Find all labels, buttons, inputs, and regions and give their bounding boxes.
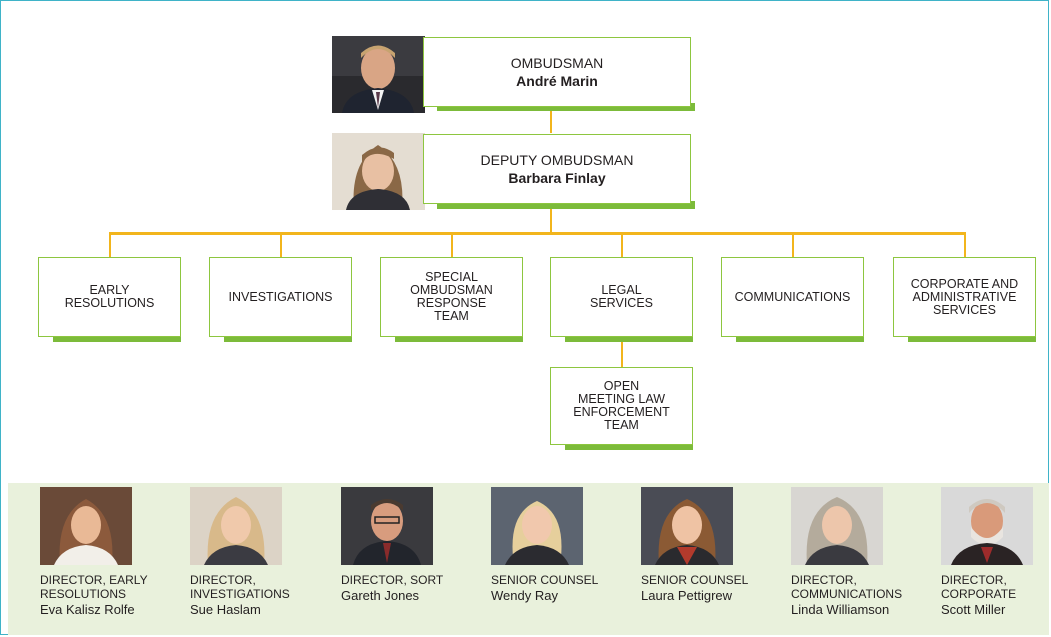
staff-role: DIRECTOR, EARLY RESOLUTIONS [40,573,148,601]
deputy-title: DEPUTY OMBUDSMAN [480,152,634,168]
staff-card: DIRECTOR, SORT Gareth Jones [341,487,451,603]
staff-card: DIRECTOR, COMMUNICATIONS Linda Williamso… [791,487,903,617]
staff-name: Gareth Jones [341,588,420,603]
staff-name: Sue Haslam [190,602,261,617]
unit-label: INVESTIGATIONS [228,289,333,304]
staff-role: DIRECTOR, COMMUNICATIONS [791,573,903,601]
staff-role: DIRECTOR, CORPORATE [941,573,1017,601]
unit-corporate-administrative-services: CORPORATE AND ADMINISTRATIVE SERVICES [893,257,1036,337]
unit-label: COMMUNICATIONS [734,289,851,304]
unit-label: CORPORATE AND ADMINISTRATIVE SERVICES [910,276,1019,317]
connector-unit-4 [621,232,623,258]
ombudsman-box-shadow [437,103,695,111]
ombudsman-title: OMBUDSMAN [510,55,604,71]
unit-shadow-2 [224,336,352,342]
staff-role: DIRECTOR, SORT [341,573,444,587]
unit-open-meeting-law-enforcement-team: OPEN MEETING LAW ENFORCEMENT TEAM [550,367,693,445]
unit-shadow-1 [53,336,181,342]
staff-photo [641,487,733,565]
staff-name: Eva Kalisz Rolfe [40,602,135,617]
ombudsman-name: André Marin [516,73,598,89]
staff-photo [40,487,132,565]
unit-investigations: INVESTIGATIONS [209,257,352,337]
staff-name: Wendy Ray [491,588,558,603]
connector-unit-2 [280,232,282,258]
unit-label: SPECIAL OMBUDSMAN RESPONSE TEAM [410,270,493,323]
unit-communications: COMMUNICATIONS [721,257,864,337]
staff-name: Laura Pettigrew [641,588,733,603]
unit-legal-services: LEGAL SERVICES [550,257,693,337]
unit-label: LEGAL SERVICES [590,283,653,310]
unit-shadow-5 [736,336,864,342]
connector-deputy-branch [550,209,552,233]
connector-unit-1 [109,232,111,258]
connector-unit-3 [451,232,453,258]
staff-role: SENIOR COUNSEL [491,573,599,587]
deputy-name: Barbara Finlay [508,170,606,186]
staff-card: DIRECTOR, CORPORATE Scott Miller [941,487,1051,617]
staff-name: Linda Williamson [791,602,890,617]
staff-name: Scott Miller [941,602,1006,617]
staff-card: DIRECTOR, INVESTIGATIONS Sue Haslam [190,487,300,617]
sub-unit-label: OPEN MEETING LAW ENFORCEMENT TEAM [573,379,670,432]
deputy-box: DEPUTY OMBUDSMAN Barbara Finlay [423,134,691,204]
ombudsman-photo [332,36,425,113]
staff-photo [491,487,583,565]
connector-horizontal [109,232,966,235]
unit-shadow-6 [908,336,1036,342]
staff-photo [341,487,433,565]
unit-early-resolutions: EARLY RESOLUTIONS [38,257,181,337]
connector-legal-sub [621,340,623,368]
staff-card: DIRECTOR, EARLY RESOLUTIONS Eva Kalisz R… [40,487,150,617]
connector-unit-6 [964,232,966,258]
staff-card: SENIOR COUNSEL Wendy Ray [491,487,601,603]
deputy-photo [332,133,425,210]
staff-card: SENIOR COUNSEL Laura Pettigrew [641,487,751,603]
connector-ombudsman-deputy [550,111,552,133]
staff-role: SENIOR COUNSEL [641,573,749,587]
sub-unit-shadow [565,444,693,450]
staff-photo [941,487,1033,565]
connector-unit-5 [792,232,794,258]
ombudsman-box: OMBUDSMAN André Marin [423,37,691,107]
unit-label: EARLY RESOLUTIONS [64,283,155,310]
unit-shadow-3 [395,336,523,342]
staff-role: DIRECTOR, INVESTIGATIONS [190,573,290,601]
deputy-box-shadow [437,201,695,209]
staff-photo [791,487,883,565]
staff-photo [190,487,282,565]
unit-special-ombudsman-response-team: SPECIAL OMBUDSMAN RESPONSE TEAM [380,257,523,337]
unit-shadow-4 [565,336,693,342]
